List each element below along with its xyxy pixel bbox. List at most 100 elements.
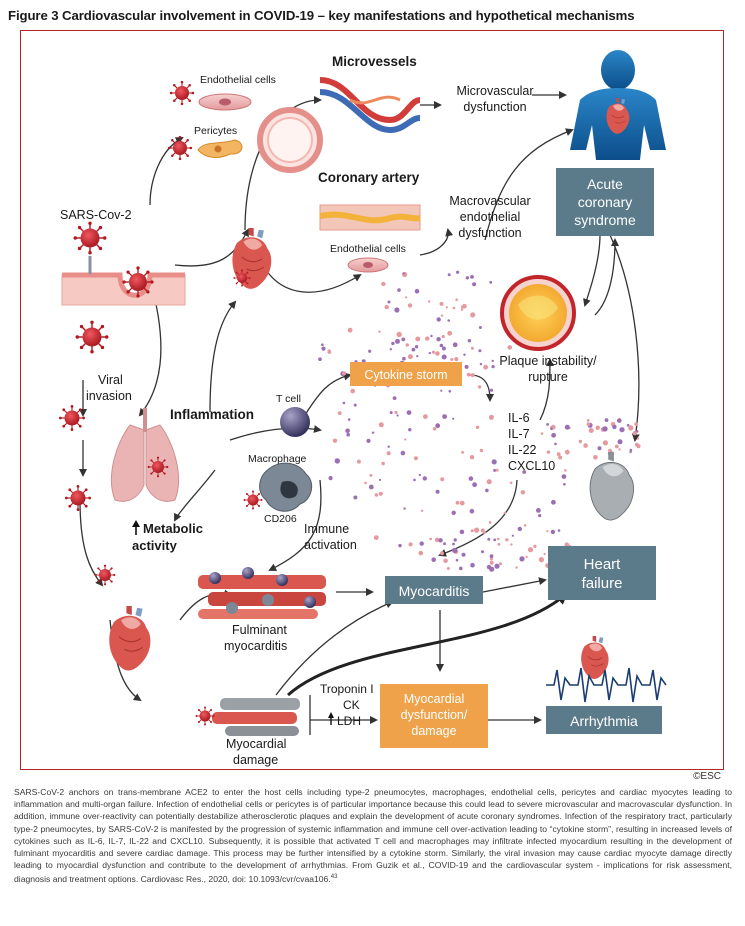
cytokine-dot	[384, 304, 389, 310]
cytokine-dot	[420, 509, 424, 512]
cytokine-dot	[425, 336, 430, 341]
cytokine-dot	[586, 419, 590, 422]
cytokine-dot	[439, 301, 444, 306]
label-immune-2: activation	[304, 538, 357, 552]
cytokine-dot	[374, 493, 379, 497]
cytokine-dot	[407, 354, 413, 360]
label-t-cell: T cell	[276, 393, 301, 405]
cytokine-dot	[494, 563, 500, 569]
cytokine-dot	[527, 547, 534, 553]
label-macrovascular-1: Macrovascular	[449, 194, 530, 208]
label-coronary-artery: Coronary artery	[318, 170, 420, 185]
cytokine-dot	[564, 424, 570, 430]
cytokine-dot	[397, 288, 401, 292]
arrhythmia-box: Arrhythmia	[546, 706, 662, 734]
cytokine-dot	[368, 349, 372, 353]
cytokine-dot	[475, 425, 480, 429]
svg-text:Heart: Heart	[584, 556, 622, 573]
cytokine-dot	[634, 422, 639, 427]
svg-text:Acute: Acute	[587, 176, 623, 192]
cytokine-dot	[538, 514, 542, 518]
cytokine-dot	[628, 425, 634, 431]
macrophage-illustration	[243, 462, 313, 512]
cytokine-dots	[318, 270, 641, 572]
cytokine-dot	[558, 455, 563, 460]
cytokine-dot	[368, 484, 374, 490]
cytokine-dot	[617, 418, 622, 423]
cytokine-dot	[455, 558, 459, 562]
cytokine-dot	[470, 346, 474, 350]
cytokine-dot	[401, 337, 406, 342]
cytokine-dot	[455, 500, 460, 505]
cytokine-dot	[561, 474, 567, 479]
cytokine-dot	[332, 438, 338, 443]
cytokine-dot	[353, 495, 358, 500]
cytokine-dot	[379, 478, 382, 481]
cytokine-dot	[430, 334, 433, 338]
cytokine-dot	[321, 346, 326, 351]
cytokine-dot	[629, 450, 632, 454]
cytokine-dot	[619, 427, 625, 433]
cytokine-dot	[350, 388, 356, 394]
cytokine-dot	[345, 428, 350, 434]
myocardial-dysfunction-box: Myocardial dysfunction/ damage	[380, 684, 488, 748]
cytokine-dot	[428, 300, 431, 303]
cytokine-dot	[470, 312, 476, 318]
cytokine-dot	[381, 281, 386, 287]
cytokine-dot	[373, 535, 379, 540]
cytokine-dot	[394, 410, 398, 415]
cytokine-dot	[496, 537, 500, 541]
label-pericytes: Pericytes	[194, 125, 237, 137]
cytokine-dot	[614, 444, 619, 449]
cytokine-dot	[443, 558, 448, 564]
cytokine-dot	[337, 411, 342, 415]
svg-text:Myocardial: Myocardial	[404, 692, 464, 706]
cytokine-dot	[439, 343, 444, 348]
cytokine-dot	[489, 554, 494, 559]
cytokine-dot	[405, 343, 409, 347]
cytokine-dot	[327, 349, 331, 353]
cytokine-dot	[491, 359, 494, 363]
endothelial-cell-illustration-mid	[347, 257, 389, 273]
caption-text: SARS-CoV-2 anchors on trans-membrane ACE…	[14, 787, 732, 885]
cytokine-dot	[588, 428, 594, 433]
cytokine-dot	[489, 557, 493, 561]
cytokine-dot	[389, 411, 393, 415]
cytokine-dot	[422, 476, 427, 481]
cytokine-dot	[470, 275, 474, 279]
cytokine-dot	[546, 423, 549, 426]
cytokine-dot	[540, 432, 544, 435]
label-inflammation: Inflammation	[170, 407, 254, 422]
cytokine-dot	[485, 488, 489, 493]
cytokine-dot	[478, 349, 482, 353]
label-cd206: CD206	[264, 513, 297, 525]
cytokine-dot	[446, 567, 450, 570]
cytokine-dot	[557, 529, 561, 532]
label-myocardial-damage-2: damage	[233, 753, 278, 767]
cytokine-dot	[477, 385, 482, 389]
cytokine-dot	[497, 542, 501, 546]
cytokine-dot	[493, 538, 497, 542]
cytokine-dot	[469, 508, 475, 514]
cytokine-dot	[489, 280, 493, 284]
cytokine-dot	[415, 336, 421, 342]
cytokine-dot	[612, 424, 617, 430]
svg-text:failure: failure	[582, 575, 623, 592]
cytokine-dot	[454, 357, 459, 362]
cytokine-dot	[586, 422, 591, 427]
cytokine-dot	[418, 550, 424, 556]
cytokine-dot	[626, 423, 630, 427]
cytokine-dot	[469, 455, 475, 460]
cytokine-dot	[442, 414, 447, 419]
cytokine-dot	[472, 482, 477, 488]
svg-text:Cytokine storm: Cytokine storm	[364, 368, 447, 382]
label-macrovascular-3: dysfunction	[458, 226, 521, 240]
cytokine-dot	[347, 327, 353, 333]
cytokine-dot	[452, 342, 458, 348]
cytokine-dot	[452, 306, 456, 310]
cytokine-dot	[395, 338, 400, 344]
label-cxcl10: CXCL10	[508, 459, 555, 473]
cytokine-dot	[510, 543, 513, 546]
cytokine-dot	[483, 364, 488, 370]
cytokine-dot	[432, 427, 437, 431]
